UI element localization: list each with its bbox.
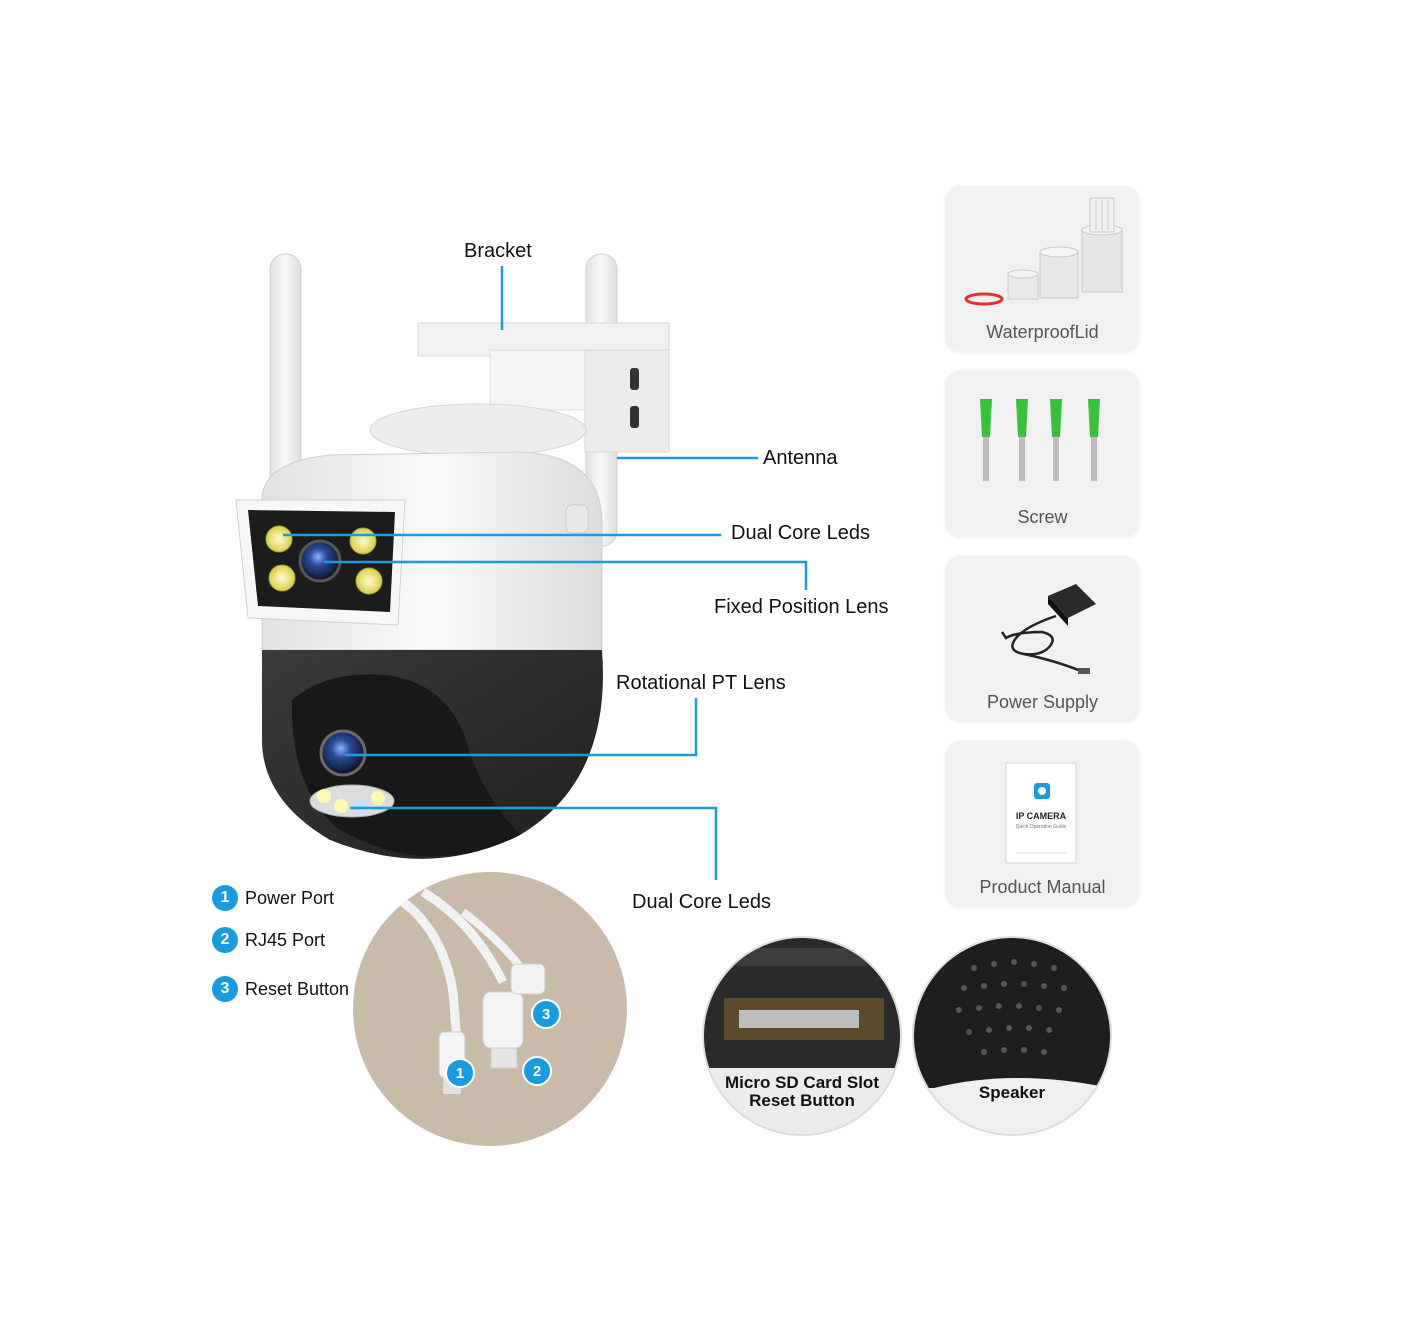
port-marker-3: 3 [531,999,561,1029]
callout-dual-core-leds-top: Dual Core Leds [731,522,870,544]
speaker-label: Speaker [978,1083,1046,1102]
manual-cover-title: IP CAMERA [1016,811,1067,821]
rotational-pt-lens [319,729,367,777]
port-label-power: Power Port [245,887,335,908]
port-number-badge: 2 [212,927,238,953]
accessory-card-power-supply: Power Supply [946,556,1139,721]
port-number-badge: 1 [212,885,238,911]
accessory-label-product-manual: Product Manual [979,877,1106,897]
callout-antenna: Antenna [763,447,838,469]
cable-illustration [400,888,546,1094]
port-label-rj45: RJ45 Port [245,929,326,950]
port-legend-item: 2 RJ45 Port [212,927,325,953]
accessory-label-power-supply: Power Supply [986,692,1099,712]
accessory-card-product-manual: IP CAMERA Quick Operation Guide Product … [946,741,1139,906]
bottom-led-array [309,784,395,818]
callout-dual-core-leds-bottom: Dual Core Leds [632,891,771,913]
port-legend-item: 3 Reset Button [212,976,349,1002]
accessory-card-waterproof-lid: WaterproofLid [946,186,1139,351]
manual-icon: IP CAMERA Quick Operation Guide [1005,762,1077,864]
port-legend-item: 1 Power Port [212,885,334,911]
power-supply-icon [1000,584,1096,674]
waterproof-lid-icon [964,197,1123,306]
port-marker-1: 1 [445,1058,475,1088]
leader-lines [283,266,808,880]
cable-photo: 1 2 3 [353,872,627,1146]
port-number-badge: 3 [212,976,238,1002]
sd-card-detail: Micro SD Card Slot Reset Button [702,936,902,1136]
port-label-reset: Reset Button [245,978,350,999]
callout-rotational-pt-lens: Rotational PT Lens [616,672,786,694]
speaker-grille-illustration [914,938,1110,1088]
sd-card-label-line2: Reset Button [749,1091,855,1110]
accessory-card-screw: Screw [946,371,1139,536]
accessory-label-screw: Screw [1017,507,1068,527]
callout-bracket: Bracket [464,240,532,262]
accessory-label-waterproof-lid: WaterproofLid [986,322,1099,342]
screw-icon [980,399,1100,481]
speaker-detail: Speaker [912,936,1112,1136]
callout-fixed-position-lens: Fixed Position Lens [714,596,889,618]
sd-card-label-line1: Micro SD Card Slot [725,1073,879,1092]
manual-cover-subtitle: Quick Operation Guide [1016,824,1067,830]
port-marker-2: 2 [522,1056,552,1086]
bracket [369,322,670,457]
